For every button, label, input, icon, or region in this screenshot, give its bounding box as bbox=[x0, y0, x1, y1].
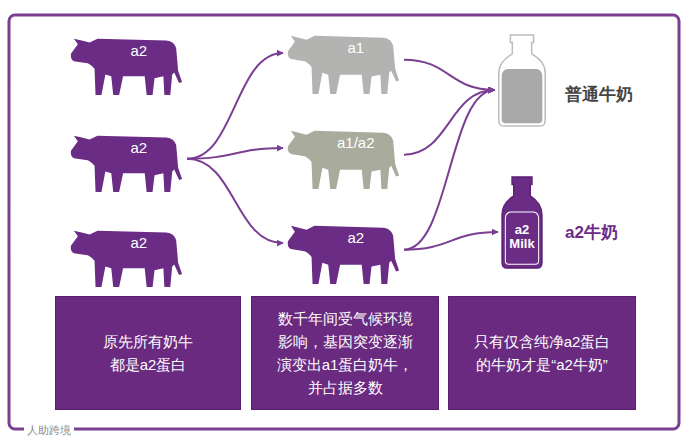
bottle-outline bbox=[493, 33, 551, 128]
caption-text: 数千年间受气候环境 影响，基因突变逐渐 演变出a1蛋白奶牛， 并占据多数 bbox=[261, 307, 429, 400]
milk-bottle: 普通牛奶 bbox=[493, 33, 551, 128]
cow-body bbox=[288, 36, 399, 94]
milk-name: a2牛奶 bbox=[565, 223, 618, 243]
cow-figure: a2 bbox=[68, 225, 186, 289]
cow-figure: a1 bbox=[285, 30, 403, 96]
flow-arrow bbox=[187, 148, 283, 159]
cow-figure: a1/a2 bbox=[285, 125, 403, 191]
cow-silhouette bbox=[285, 220, 403, 286]
caption-text: 只有仅含纯净a2蛋白 的牛奶才是“a2牛奶” bbox=[458, 330, 626, 377]
caption-text: 原先所有奶牛 都是a2蛋白 bbox=[64, 330, 232, 377]
bottle-label: a2 Milk bbox=[501, 223, 543, 252]
cow-label: a1 bbox=[316, 39, 396, 57]
milk-name: 普通牛奶 bbox=[565, 85, 633, 105]
cow-body bbox=[288, 226, 399, 284]
flow-arrow bbox=[404, 90, 495, 155]
watermark: 人助跨境 bbox=[24, 423, 74, 438]
cow-label: a2 bbox=[99, 42, 179, 60]
bottle-body bbox=[502, 177, 542, 268]
cow-figure: a2 bbox=[68, 33, 186, 97]
cow-figure: a2 bbox=[285, 220, 403, 286]
cow-body bbox=[71, 231, 182, 287]
flow-arrow bbox=[404, 90, 495, 250]
cow-silhouette bbox=[285, 30, 403, 96]
milk-bottle: a2 Milka2牛奶 bbox=[497, 175, 547, 270]
bottle-body bbox=[499, 35, 545, 126]
cow-label: a1/a2 bbox=[316, 134, 396, 152]
caption-box: 数千年间受气候环境 影响，基因突变逐渐 演变出a1蛋白奶牛， 并占据多数 bbox=[251, 296, 439, 410]
frame-border bbox=[9, 15, 679, 429]
flow-arrow bbox=[404, 60, 495, 90]
cow-body bbox=[288, 131, 399, 189]
caption-box: 只有仅含纯净a2蛋白 的牛奶才是“a2牛奶” bbox=[448, 296, 636, 410]
caption-box: 原先所有奶牛 都是a2蛋白 bbox=[55, 296, 241, 410]
cow-figure: a2 bbox=[68, 130, 186, 194]
cow-label: a2 bbox=[316, 229, 396, 247]
flow-arrow bbox=[187, 53, 283, 159]
cow-body bbox=[71, 136, 182, 192]
cow-silhouette bbox=[68, 225, 186, 289]
flow-arrow bbox=[187, 159, 283, 243]
cow-silhouette bbox=[68, 130, 186, 194]
cow-silhouette bbox=[68, 33, 186, 97]
cow-label: a2 bbox=[99, 234, 179, 252]
cow-label: a2 bbox=[99, 139, 179, 157]
flow-arrow bbox=[404, 232, 498, 250]
milk-fill bbox=[502, 69, 543, 123]
cow-body bbox=[71, 39, 182, 95]
